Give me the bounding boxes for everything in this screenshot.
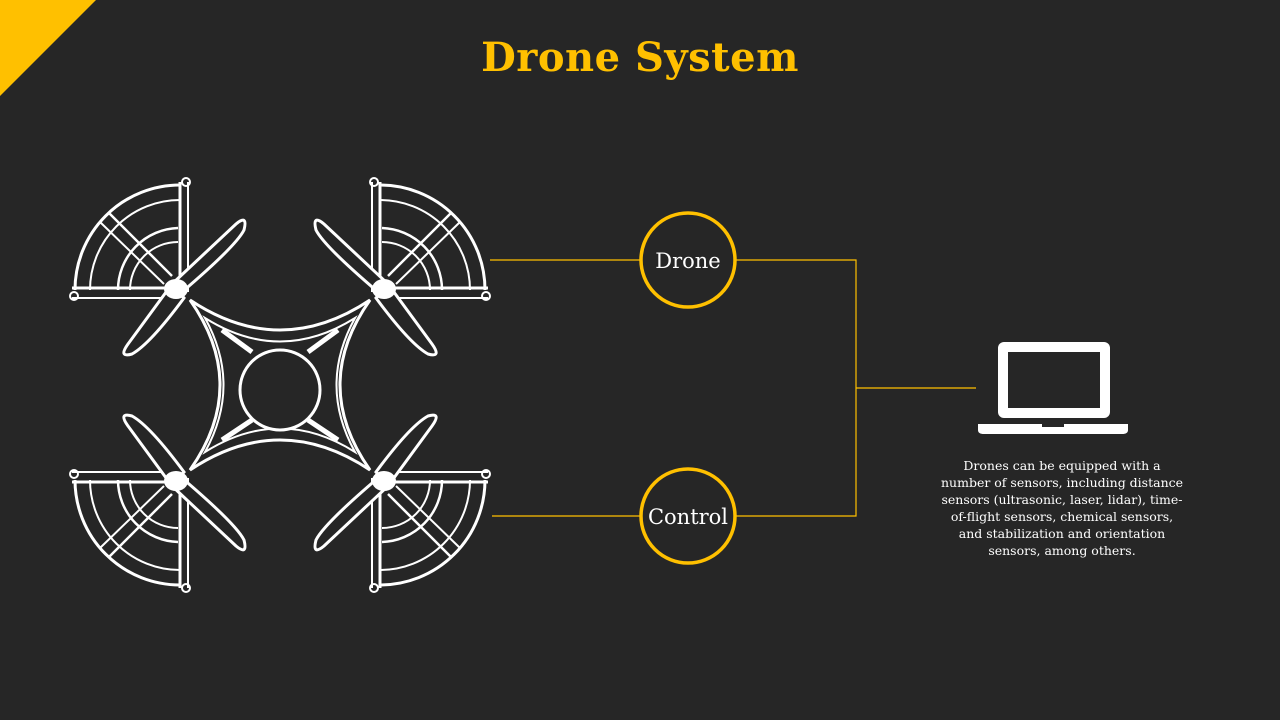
control-node: Control xyxy=(639,467,737,565)
laptop-icon xyxy=(978,342,1128,434)
connector-bracket xyxy=(736,259,857,517)
description-text: Drones can be equipped with a number of … xyxy=(940,458,1184,558)
drone-node: Drone xyxy=(639,211,737,309)
corner-accent-triangle xyxy=(0,0,96,96)
drone-node-label: Drone xyxy=(655,249,720,273)
control-node-label: Control xyxy=(648,505,728,529)
quadcopter-drone-icon xyxy=(68,176,492,594)
page-title: Drone System xyxy=(481,34,799,81)
